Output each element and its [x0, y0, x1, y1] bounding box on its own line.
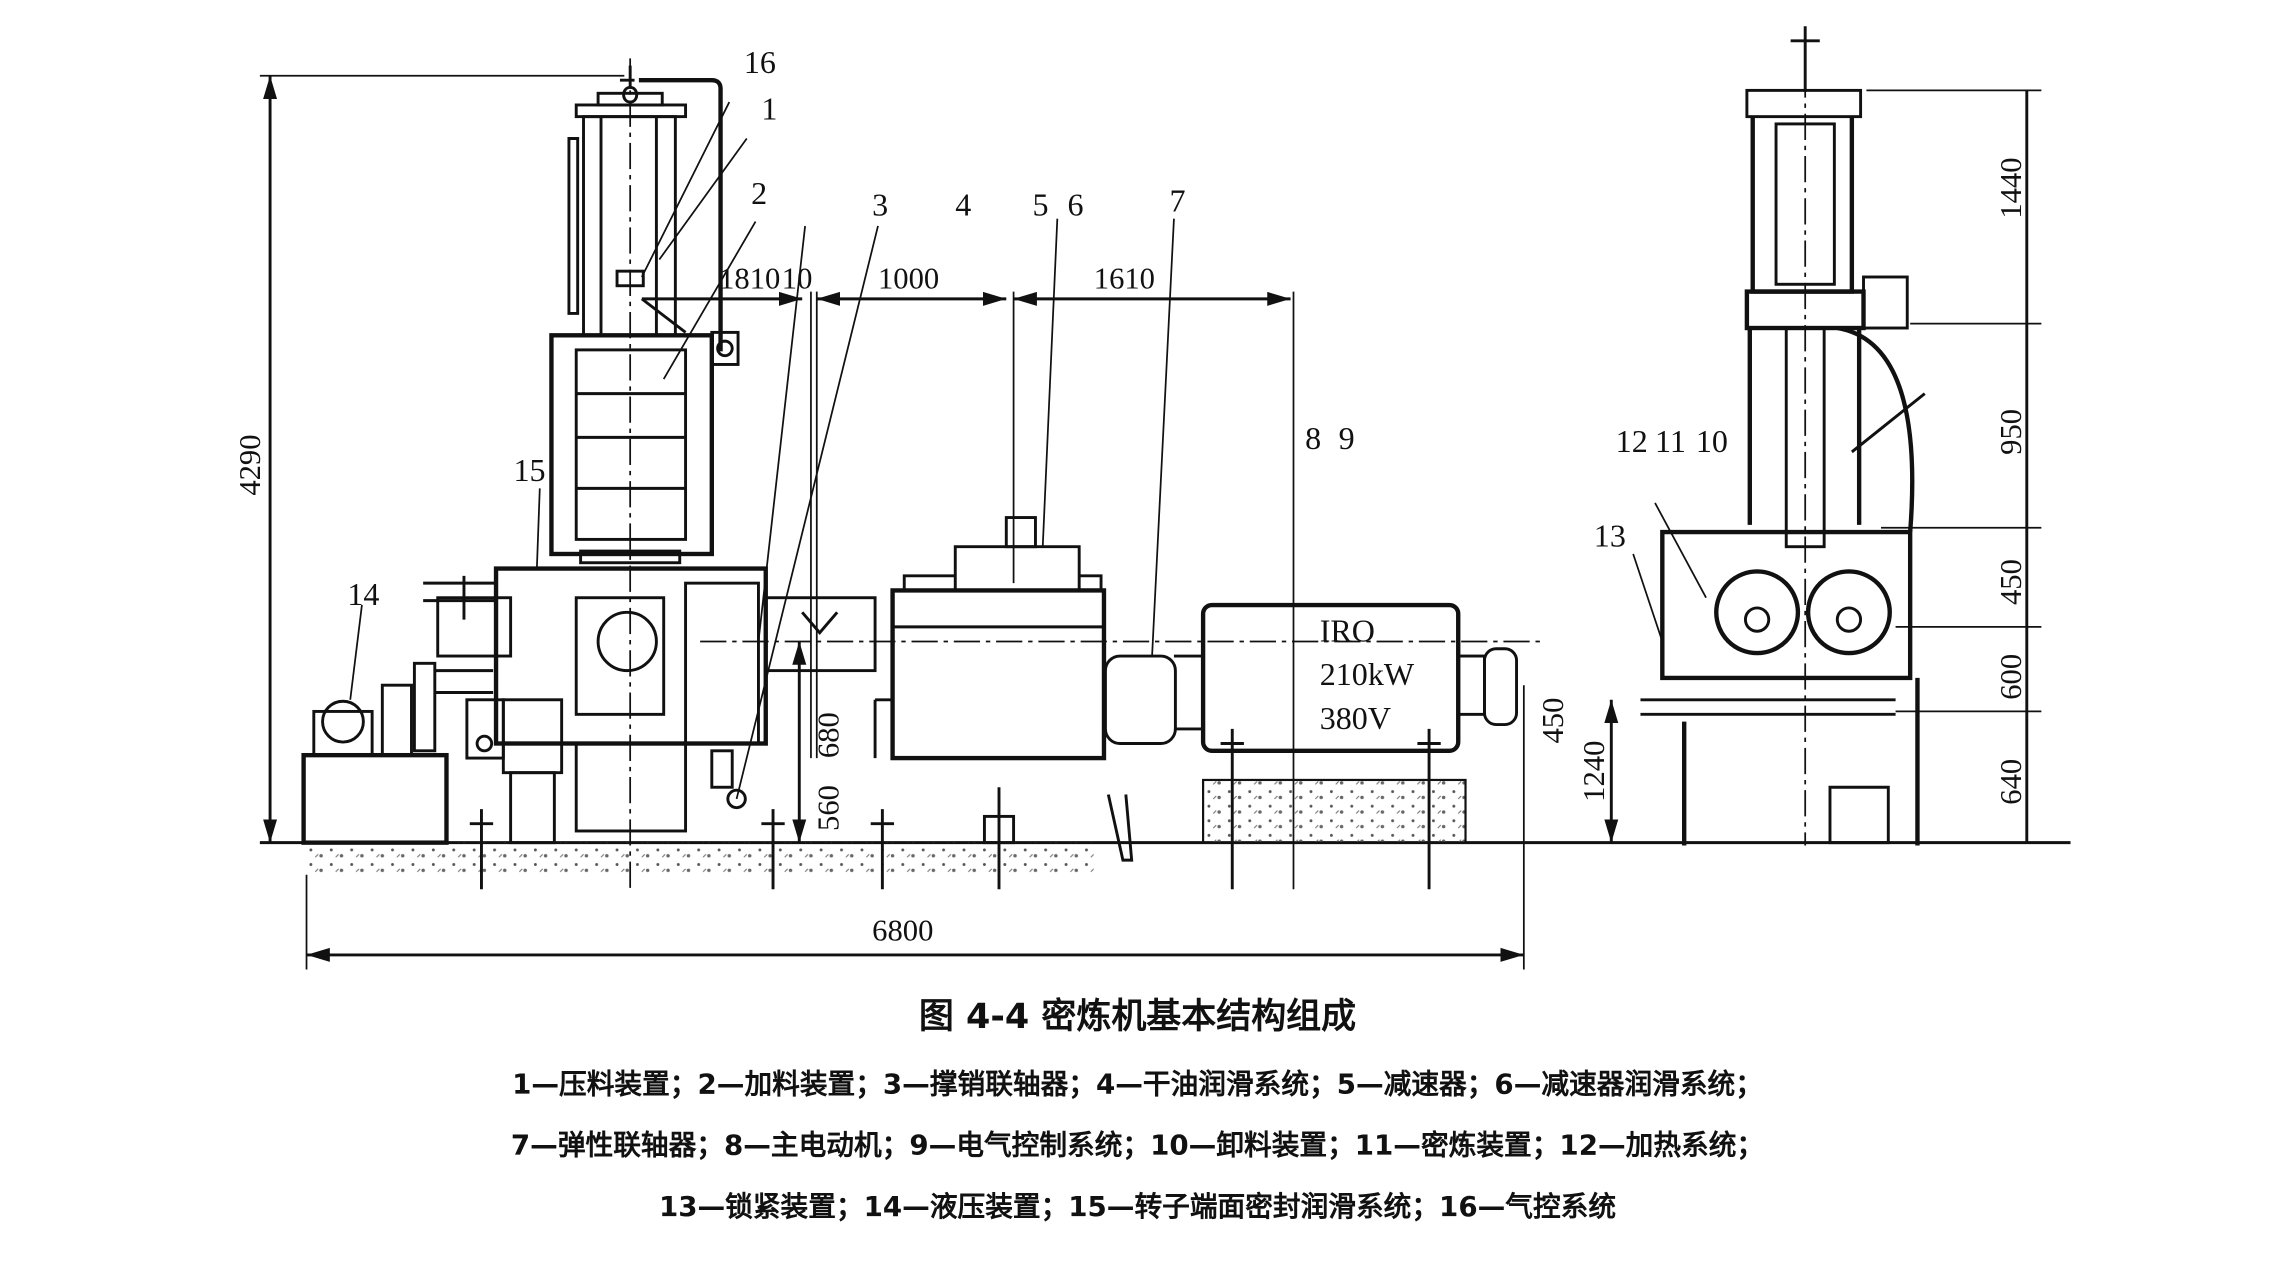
dim-450-left: 450 [1536, 698, 1570, 744]
label-3: 3 [872, 187, 888, 223]
label-8: 8 [1305, 420, 1321, 456]
caption-legend-line-2: 7—弹性联轴器；8—主电动机；9—电气控制系统；10—卸料装置；11—密炼装置；… [511, 1129, 1764, 1162]
dim-680: 680 [812, 712, 846, 758]
part-labels: 16 1 2 3 4 5 6 7 8 9 15 14 12 11 10 13 [347, 44, 1728, 612]
label-16: 16 [744, 44, 776, 80]
main-motor: IRO 210kW 380V [1103, 602, 1519, 862]
dim-1240: 1240 [1577, 741, 1611, 802]
label-12: 12 [1616, 423, 1648, 459]
motor-voltage-text: 380V [1320, 700, 1391, 736]
dim-10: 10 [782, 262, 813, 296]
dim-560: 560 [812, 785, 846, 831]
dim-950: 950 [1994, 409, 2028, 455]
label-9: 9 [1339, 420, 1355, 456]
label-15: 15 [514, 452, 546, 488]
motor-power-text: 210kW [1320, 656, 1415, 692]
label-5: 5 [1033, 187, 1049, 223]
dimension-values: 4290 1810 10 1000 1610 680 560 450 1240 … [233, 157, 2028, 947]
motor-model-text: IRO [1320, 612, 1375, 648]
gear-reducer [700, 516, 1546, 890]
label-13: 13 [1594, 518, 1626, 554]
dimension-lines [259, 74, 2042, 970]
dim-4290: 4290 [233, 434, 267, 495]
dim-1000: 1000 [878, 262, 939, 296]
label-6: 6 [1068, 187, 1084, 223]
dim-640: 640 [1994, 759, 2028, 805]
label-4: 4 [955, 187, 971, 223]
dim-6800: 6800 [872, 913, 933, 947]
caption-title: 图 4-4 密炼机基本结构组成 [919, 996, 1356, 1037]
label-1: 1 [761, 91, 777, 127]
caption-legend-line-1: 1—压料装置；2—加料装置；3—撑销联轴器；4—干油润滑系统；5—减速器；6—减… [512, 1067, 1763, 1100]
figure-caption: 图 4-4 密炼机基本结构组成 1—压料装置；2—加料装置；3—撑销联轴器；4—… [511, 996, 1764, 1223]
label-2: 2 [751, 175, 767, 211]
dim-1610: 1610 [1094, 262, 1155, 296]
left-mixer-body [423, 58, 768, 890]
dim-1810: 1810 [719, 262, 780, 296]
leader-lines [349, 101, 1707, 800]
anchor-bolts [469, 728, 1441, 890]
dim-1440: 1440 [1994, 157, 2028, 218]
hydraulic-unit [301, 661, 494, 845]
label-10: 10 [1696, 423, 1728, 459]
caption-legend-line-3: 13—锁紧装置；14—液压装置；15—转子端面密封润滑系统；16—气控系统 [659, 1190, 1616, 1223]
label-7: 7 [1170, 182, 1186, 218]
dim-600: 600 [1994, 654, 2028, 700]
dim-450-right: 450 [1994, 559, 2028, 605]
right-side-view [1640, 26, 1926, 846]
label-14: 14 [347, 576, 379, 612]
ground [259, 778, 2071, 875]
label-11: 11 [1655, 423, 1686, 459]
